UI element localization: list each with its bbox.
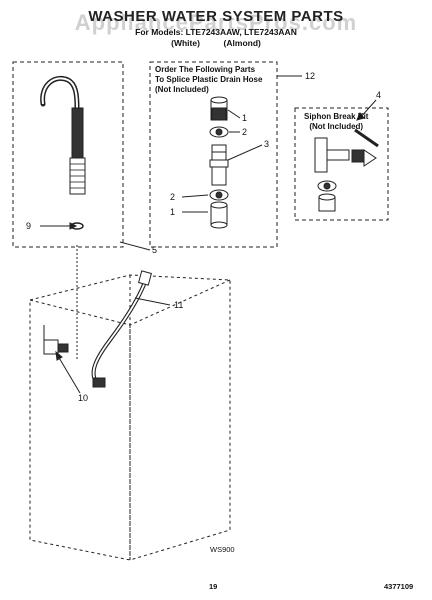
diagram-code: WS900 bbox=[210, 545, 235, 554]
siphon-clamp bbox=[317, 180, 337, 192]
part-label-2a: 2 bbox=[242, 127, 248, 137]
splice-kit-note: Order The Following Parts To Splice Plas… bbox=[155, 65, 263, 94]
splice-coupling-bottom bbox=[210, 201, 228, 229]
water-valve bbox=[43, 325, 69, 355]
part-label-10: 10 bbox=[78, 393, 89, 403]
watermark: AppliancePartsPros.com bbox=[74, 10, 358, 35]
splice-clamp-top bbox=[209, 126, 229, 138]
coupling-ribs bbox=[70, 163, 85, 189]
leader-10 bbox=[57, 355, 81, 394]
siphon-kit-box bbox=[294, 107, 389, 221]
leader-5 bbox=[119, 241, 151, 251]
splice-kit-box bbox=[149, 61, 278, 248]
drain-hose-tube bbox=[71, 107, 84, 159]
part-label-12: 12 bbox=[305, 71, 316, 81]
page-title: WASHER WATER SYSTEM PARTS bbox=[88, 8, 344, 25]
page-number: 19 bbox=[209, 582, 218, 591]
leader-1a bbox=[227, 109, 241, 119]
part-label-5: 5 bbox=[152, 245, 158, 255]
fill-hose-fitting-top bbox=[138, 270, 152, 286]
siphon-nut bbox=[351, 149, 377, 167]
color-variants: (White) (Almond) bbox=[171, 38, 261, 48]
siphon-pin bbox=[354, 128, 379, 148]
part-label-11: 11 bbox=[174, 300, 184, 310]
leader-2b bbox=[181, 194, 209, 198]
siphon-cap bbox=[318, 193, 336, 212]
fill-hose-fitting-bottom bbox=[92, 377, 106, 388]
part-label-4: 4 bbox=[376, 90, 382, 100]
drain-hose-group-box bbox=[12, 61, 124, 248]
models-line: For Models: LTE7243AAW, LTE7243AAN bbox=[135, 27, 297, 37]
leader-4 bbox=[359, 99, 377, 119]
part-label-9: 9 bbox=[26, 221, 32, 231]
splice-clamp-bottom bbox=[209, 189, 229, 201]
part-label-1b: 1 bbox=[170, 207, 176, 217]
splice-connector bbox=[209, 144, 229, 186]
siphon-tee bbox=[314, 137, 350, 173]
leader-3 bbox=[227, 144, 263, 161]
part-label-1a: 1 bbox=[242, 113, 248, 123]
washer-cabinet bbox=[29, 274, 231, 561]
part-label-3: 3 bbox=[264, 139, 270, 149]
part-label-2b: 2 bbox=[170, 192, 176, 202]
leader-11 bbox=[134, 297, 171, 306]
splice-coupling-top bbox=[210, 96, 228, 121]
document-number: 4377109 bbox=[384, 582, 414, 591]
siphon-kit-note: Siphon Break Kit (Not Included) bbox=[304, 112, 369, 131]
